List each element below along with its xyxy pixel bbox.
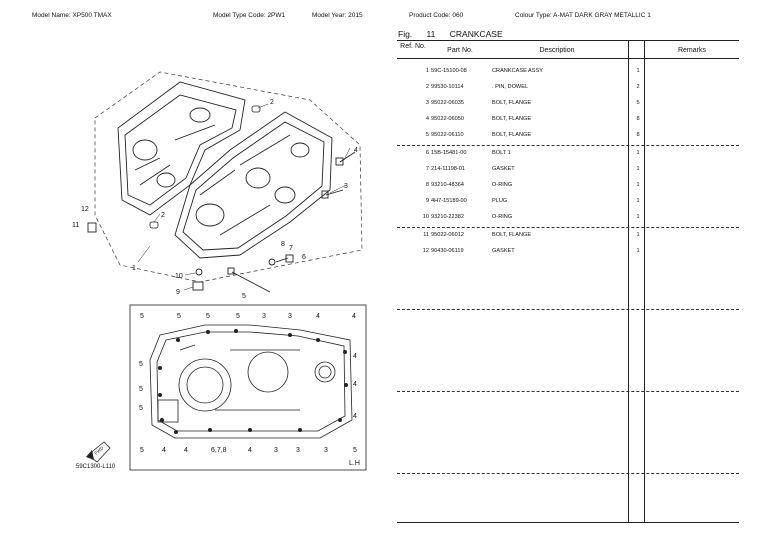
svg-text:FWD: FWD [93,445,105,456]
inset-callout: 4 [184,447,188,454]
inset-callout: 3 [324,447,328,454]
inset-callout: 5 [139,361,143,368]
callout-9: 9 [176,289,180,296]
callout-3: 3 [344,183,348,190]
header-part-no: Part No. [447,47,473,54]
inset-callout: 4 [353,413,357,420]
callout-2a: 2 [270,99,274,106]
crankcase-left-half [117,81,246,216]
figure-number: 11 [426,29,436,39]
inset-callout: 3 [296,447,300,454]
callout-5: 5 [242,293,246,300]
figure-name: CRANKCASE [449,29,503,39]
inset-callout: 4 [162,447,166,454]
model-name: Model Name: XP500 TMAX [32,12,112,19]
inset-callout: 4 [316,313,320,320]
inset-callout: 5 [236,313,240,320]
callout-11: 11 [72,222,79,229]
callout-10: 10 [175,273,183,280]
colour-type: Colour Type: A-MAT DARK GRAY METALLIC 1 [515,12,651,19]
figure-label: Fig. [398,29,413,39]
model-type-code: Model Type Code: 2PW1 [213,12,286,19]
inset-callout: 3 [262,313,266,320]
callout-1: 1 [132,265,136,272]
callout-4: 4 [354,147,358,154]
figure-title: Fig. 11 CRANKCASE [398,29,515,39]
inset-callout: 3 [288,313,292,320]
inset-callout: 5 [139,386,143,393]
inset-callout: 4 [353,353,357,360]
bolts [87,151,356,293]
inset-case-outline [149,324,353,439]
header-description: Description [539,47,575,54]
inset-callout: 3 [274,447,278,454]
inset-callout: 4 [352,313,356,320]
inset-callout: 5 [140,313,144,320]
header-remarks: Remarks [677,47,706,54]
crankcase-right-half [174,111,333,259]
callout-12: 12 [81,206,89,213]
inset-callout: 6,7,8 [211,447,227,454]
fwd-arrow-icon: FWD [86,441,111,463]
inset-callout: 4 [248,447,252,454]
callout-6: 6 [302,254,306,261]
product-code: Product Code: 060 [409,12,464,19]
remarks-column-divider [644,40,645,523]
bolt-position-inset [129,304,367,471]
inset-callout: 5 [139,405,143,412]
qty-column-divider [628,40,629,523]
inset-callout: 4 [353,381,357,388]
callout-8: 8 [281,241,285,248]
left-hand-label: L.H [349,460,360,467]
callout-7: 7 [289,245,293,252]
header-ref-no: Ref. No. [400,43,426,50]
crankcase-exploded-drawing: 1 2 2 3 4 5 6 7 8 9 10 11 12 5 5 5 5 [72,71,367,471]
inset-callout: 5 [177,313,181,320]
dowel-pins [149,105,261,229]
inset-callout: 5 [206,313,210,320]
drawing-code: 59C1300-L110 [76,464,116,470]
model-year: Model Year: 2015 [312,12,363,19]
callout-2b: 2 [161,212,165,219]
inset-callout: 5 [353,447,357,454]
inset-callout: 5 [140,447,144,454]
